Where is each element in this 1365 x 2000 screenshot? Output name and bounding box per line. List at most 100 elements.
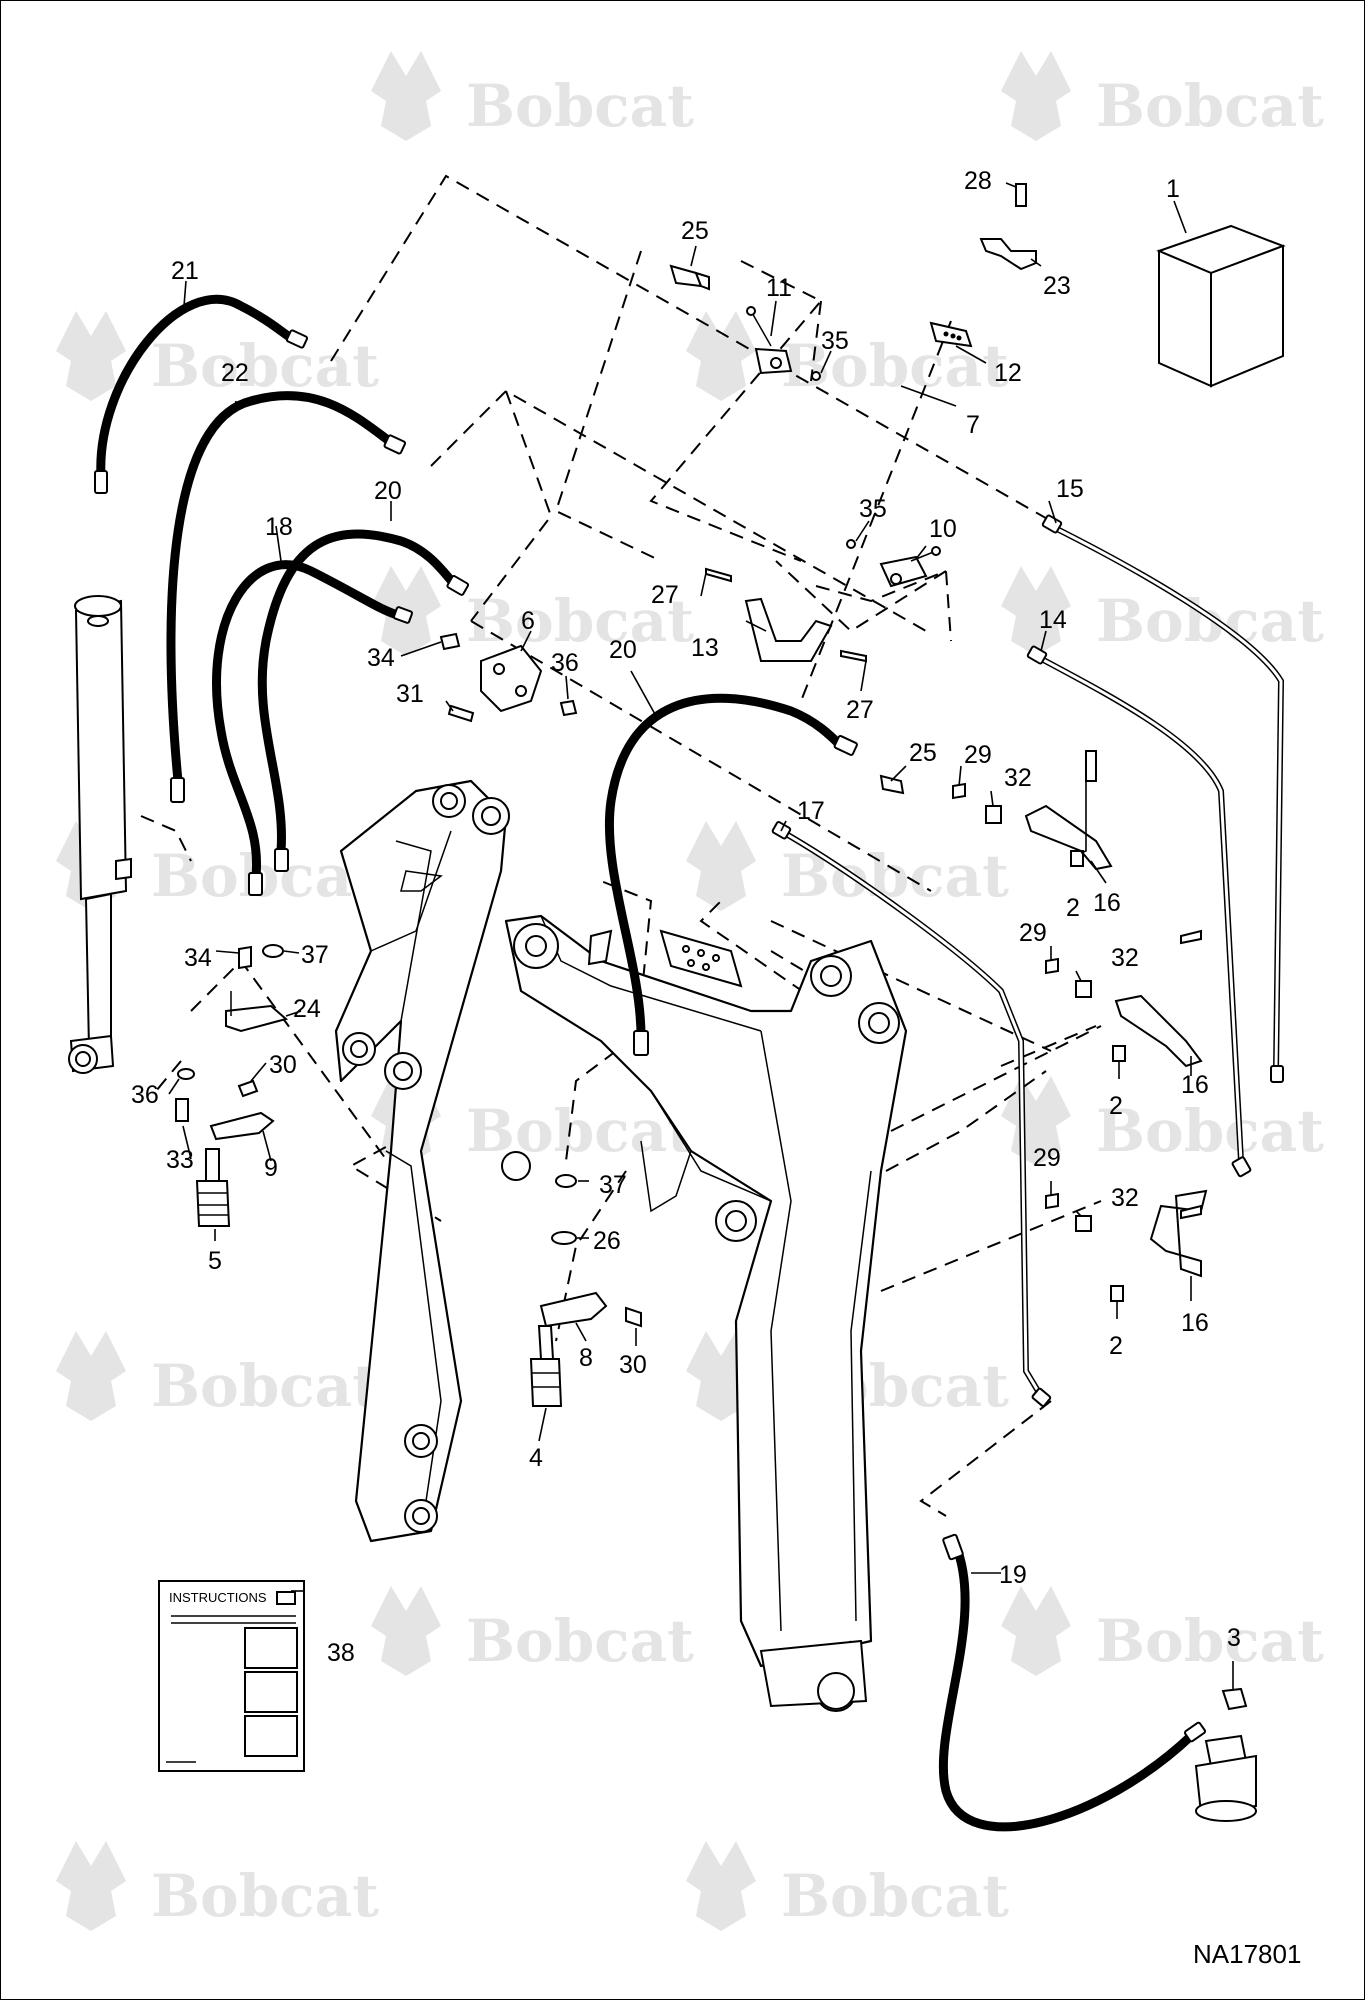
- parts-kit-box: [1156, 224, 1286, 388]
- callout-16c: 16: [1181, 1309, 1209, 1337]
- svg-text:Bobcat: Bobcat: [151, 332, 379, 400]
- callout-35a: 35: [821, 327, 849, 355]
- leader-lines: [168, 182, 1234, 1689]
- bobcat-logo-watermark: Bobcat: [1001, 51, 1324, 141]
- svg-text:Bobcat: Bobcat: [1096, 587, 1324, 655]
- callout-31: 31: [396, 680, 424, 708]
- callout-9: 9: [264, 1154, 278, 1182]
- hose-18: [212, 560, 406, 881]
- callout-3: 3: [1227, 1624, 1241, 1652]
- callout-6: 6: [521, 607, 535, 635]
- callout-34a: 34: [367, 644, 395, 672]
- callout-20b: 20: [609, 636, 637, 664]
- svg-text:Bobcat: Bobcat: [466, 1097, 694, 1165]
- callout-24: 24: [293, 995, 321, 1023]
- callout-29c: 29: [1033, 1144, 1061, 1172]
- callout-35b: 35: [859, 495, 887, 523]
- svg-text:Bobcat: Bobcat: [151, 1862, 379, 1930]
- callout-37b: 37: [599, 1171, 627, 1199]
- callout-23: 23: [1043, 272, 1071, 300]
- callout-25a: 25: [681, 217, 709, 245]
- bobcat-logo-watermark: Bobcat: [1001, 566, 1324, 656]
- hydraulic-cylinder: [68, 595, 132, 1074]
- callout-5: 5: [208, 1247, 222, 1275]
- callout-36b: 36: [131, 1081, 159, 1109]
- callout-32b: 32: [1111, 944, 1139, 972]
- small-parts: [175, 183, 1286, 1822]
- callout-2b: 2: [1109, 1092, 1123, 1120]
- svg-text:Bobcat: Bobcat: [1096, 1607, 1324, 1675]
- callout-14: 14: [1039, 606, 1067, 634]
- svg-text:INSTRUCTIONS: INSTRUCTIONS: [169, 1590, 267, 1605]
- callout-37a: 37: [301, 941, 329, 969]
- callout-4: 4: [529, 1444, 543, 1472]
- callout-18: 18: [265, 513, 293, 541]
- instructions-manual: INSTRUCTIONS: [158, 1580, 305, 1772]
- callout-7: 7: [966, 411, 980, 439]
- bobcat-logo-watermark: Bobcat: [371, 51, 694, 141]
- callout-34b: 34: [184, 944, 212, 972]
- bobcat-logo-watermark: Bobcat: [1001, 1586, 1324, 1676]
- callout-16a: 16: [1093, 889, 1121, 917]
- callout-12: 12: [994, 359, 1022, 387]
- svg-text:Bobcat: Bobcat: [1096, 1097, 1324, 1165]
- dipper-arm: [334, 779, 508, 1543]
- bobcat-logo-watermark: Bobcat: [686, 821, 1009, 911]
- callout-27a: 27: [651, 581, 679, 609]
- svg-text:Bobcat: Bobcat: [781, 1862, 1009, 1930]
- bobcat-logo-watermark: Bobcat: [56, 1841, 379, 1931]
- callout-28: 28: [964, 167, 992, 195]
- callout-32a: 32: [1004, 764, 1032, 792]
- callout-20a: 20: [374, 477, 402, 505]
- tubes: [771, 514, 1285, 1407]
- callout-21: 21: [171, 257, 199, 285]
- callout-25b: 25: [909, 739, 937, 767]
- callout-22: 22: [221, 359, 249, 387]
- callout-26: 26: [593, 1227, 621, 1255]
- callout-38: 38: [327, 1639, 355, 1667]
- callout-32c: 32: [1111, 1184, 1139, 1212]
- bobcat-logo-watermark: Bobcat: [686, 1841, 1009, 1931]
- bobcat-logo-watermark: Bobcat: [1001, 1076, 1324, 1166]
- bobcat-logo-watermark: Bobcat: [56, 1331, 379, 1421]
- callout-33: 33: [166, 1146, 194, 1174]
- callout-30a: 30: [269, 1051, 297, 1079]
- callout-30b: 30: [619, 1351, 647, 1379]
- callout-15: 15: [1056, 475, 1084, 503]
- boom-arm-assembly: [334, 779, 908, 1712]
- callout-17: 17: [797, 797, 825, 825]
- callout-labels: 1 28 23 12 7 25 11 35 15 35 10 14 27 13 …: [131, 167, 1241, 1667]
- drawing-id: NA17801: [1193, 1939, 1301, 1969]
- bobcat-logo-watermark: Bobcat: [686, 311, 1009, 401]
- callout-2a: 2: [1066, 894, 1080, 922]
- svg-text:Bobcat: Bobcat: [466, 587, 694, 655]
- svg-text:Bobcat: Bobcat: [151, 1352, 379, 1420]
- callout-36a: 36: [551, 649, 579, 677]
- hose-22: [166, 391, 401, 786]
- callout-1: 1: [1166, 175, 1180, 203]
- hose-20-upper: [257, 529, 461, 856]
- callout-29a: 29: [964, 741, 992, 769]
- callout-8: 8: [579, 1344, 593, 1372]
- svg-text:Bobcat: Bobcat: [466, 1607, 694, 1675]
- svg-text:Bobcat: Bobcat: [1096, 72, 1324, 140]
- callout-19: 19: [999, 1561, 1027, 1589]
- svg-text:Bobcat: Bobcat: [781, 332, 1009, 400]
- callout-11: 11: [766, 274, 792, 302]
- main-boom: [504, 914, 908, 1668]
- svg-text:Bobcat: Bobcat: [466, 72, 694, 140]
- hose-21: [96, 294, 301, 481]
- callout-2c: 2: [1109, 1332, 1123, 1360]
- callout-29b: 29: [1019, 919, 1047, 947]
- bobcat-logo-watermark: Bobcat: [371, 1586, 694, 1676]
- callout-16b: 16: [1181, 1071, 1209, 1099]
- hose-20-lower: [604, 693, 846, 1041]
- hoses: [94, 294, 1207, 1832]
- hose-19: [938, 1541, 1196, 1832]
- bobcat-logo-watermark: Bobcat: [56, 311, 379, 401]
- callout-13: 13: [691, 634, 719, 662]
- callout-10: 10: [929, 515, 957, 543]
- callout-27b: 27: [846, 696, 874, 724]
